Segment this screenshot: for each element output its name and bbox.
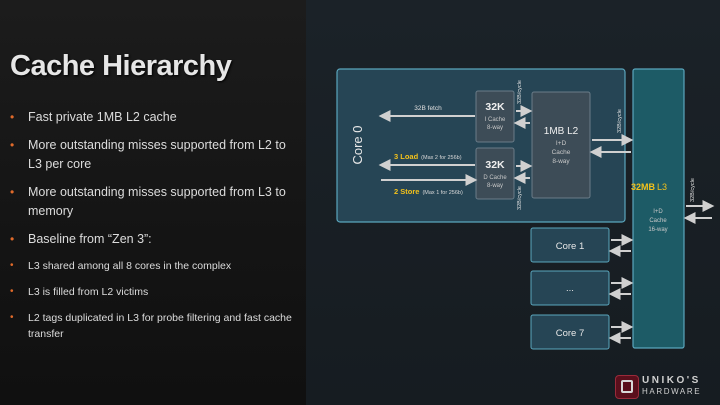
dcache-size: 32K: [485, 159, 505, 171]
dcache-bw-label: 32B/cycle: [517, 186, 523, 210]
l3-cache: Cache: [649, 218, 667, 224]
load-count: 3 Load: [394, 152, 419, 161]
l3-type: I+D: [653, 209, 663, 215]
icache-size: 32K: [485, 101, 505, 113]
logo-line2: HARDWARE: [642, 387, 702, 396]
store-label: 2 Store(Max 1 for 256b): [394, 187, 463, 196]
bullet-item: Fast private 1MB L2 cache: [0, 108, 300, 127]
dcache-ways: 8-way: [487, 183, 503, 189]
bullet-item: More outstanding misses supported from L…: [0, 183, 300, 221]
l2-type: I+D: [556, 140, 567, 147]
bullet-item: Baseline from “Zen 3”:: [0, 230, 300, 249]
sub-bullet-item: L3 shared among all 8 cores in the compl…: [0, 258, 300, 274]
l2-cache: Cache: [552, 149, 571, 156]
l2-ways: 8-way: [552, 158, 570, 165]
icache-box: [475, 90, 515, 143]
store-count: 2 Store: [394, 187, 419, 196]
l3-size: 32MB: [631, 182, 656, 192]
logo-line1: UNIKO'S: [642, 375, 701, 386]
store-note: (Max 1 for 256b): [422, 190, 463, 196]
core1-label: Core 1: [556, 241, 585, 252]
slide-title: Cache Hierarchy: [10, 50, 232, 82]
sub-bullet-item: L3 is filled from L2 victims: [0, 284, 300, 300]
sub-bullet-item: L2 tags duplicated in L3 for probe filte…: [0, 310, 300, 342]
load-label: 3 Load(Max 2 for 256b): [394, 152, 462, 161]
fetch-label: 32B fetch: [414, 105, 442, 112]
text-panel: Cache Hierarchy Fast private 1MB L2 cach…: [0, 0, 306, 405]
icache-type: I Cache: [485, 117, 506, 123]
watermark-logo: UNIKO'S HARDWARE: [615, 374, 715, 400]
bullet-list: Fast private 1MB L2 cache More outstandi…: [0, 108, 300, 352]
l3-level: L3: [657, 182, 667, 192]
icache-ways: 8-way: [487, 125, 503, 131]
l3-memory-bw-label: 32B/cycle: [690, 178, 696, 202]
l3-box: [632, 68, 685, 349]
l3-ways: 16-way: [648, 227, 667, 233]
core0-label: Core 0: [350, 125, 365, 164]
l2-l3-bw-label: 32B/cycle: [617, 109, 623, 133]
icache-bw-label: 32B/cycle: [517, 80, 523, 104]
load-note: (Max 2 for 256b): [421, 155, 462, 161]
logo-badge-icon: [615, 375, 639, 399]
bullet-item: More outstanding misses supported from L…: [0, 136, 300, 174]
l2-box: [531, 91, 591, 199]
core-ellipsis-label: ...: [566, 283, 574, 294]
dcache-type: D Cache: [483, 175, 507, 181]
core7-label: Core 7: [556, 328, 585, 339]
dcache-box: [475, 147, 515, 200]
l2-size: 1MB L2: [544, 126, 579, 137]
